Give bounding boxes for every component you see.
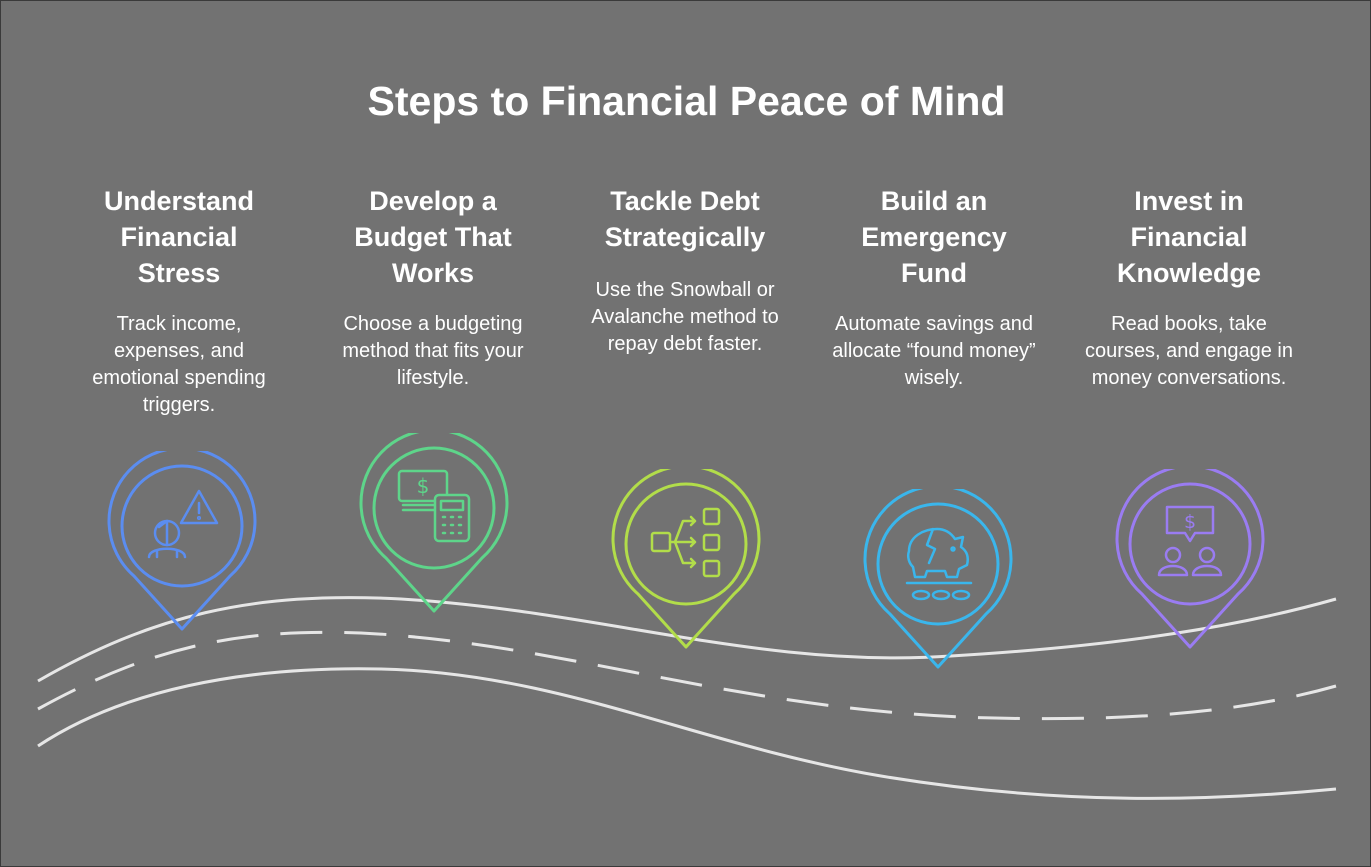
step-title: Develop a Budget That Works [354,186,512,288]
pin-marker-2: $ [359,433,509,613]
money-calculator-icon: $ [397,469,471,543]
step-tackle-debt: Tackle Debt Strategically Use the Snowba… [565,183,805,358]
flow-branch-icon [650,507,721,578]
road-top-edge [37,596,1337,683]
step-understand-financial-stress: Understand Financial Stress Track income… [59,183,299,419]
step-title: Invest in Financial Knowledge [1116,186,1261,288]
people-money-chat-icon: $ [1157,505,1223,577]
svg-text:$: $ [417,474,430,498]
road-center-dashes [37,630,1337,721]
step-financial-knowledge: Invest in Financial Knowledge Read books… [1069,183,1309,392]
step-title: Build an Emergency Fund [861,186,1007,288]
step-emergency-fund: Build an Emergency Fund Automate savings… [814,183,1054,392]
pin-marker-5: $ [1115,469,1265,649]
step-title: Tackle Debt Strategically [604,186,766,252]
step-description: Choose a budgeting method that fits your… [342,313,524,389]
pin-marker-3 [611,469,761,649]
piggy-bank-icon [905,527,973,601]
pin-marker-4 [863,489,1013,669]
road-bottom-edge [37,667,1337,800]
svg-text:$: $ [1184,511,1196,533]
step-title: Understand Financial Stress [103,186,255,288]
step-description: Use the Snowball or Avalanche method to … [591,279,779,355]
pin-marker-1 [107,451,257,631]
step-description: Automate savings and allocate “found mon… [832,313,1036,389]
step-description: Read books, take courses, and engage in … [1085,313,1293,389]
step-develop-budget: Develop a Budget That Works Choose a bud… [313,183,553,392]
step-description: Track income, expenses, and emotional sp… [92,313,266,416]
page-title: Steps to Financial Peace of Mind [367,78,1006,124]
person-warning-icon [147,489,219,559]
